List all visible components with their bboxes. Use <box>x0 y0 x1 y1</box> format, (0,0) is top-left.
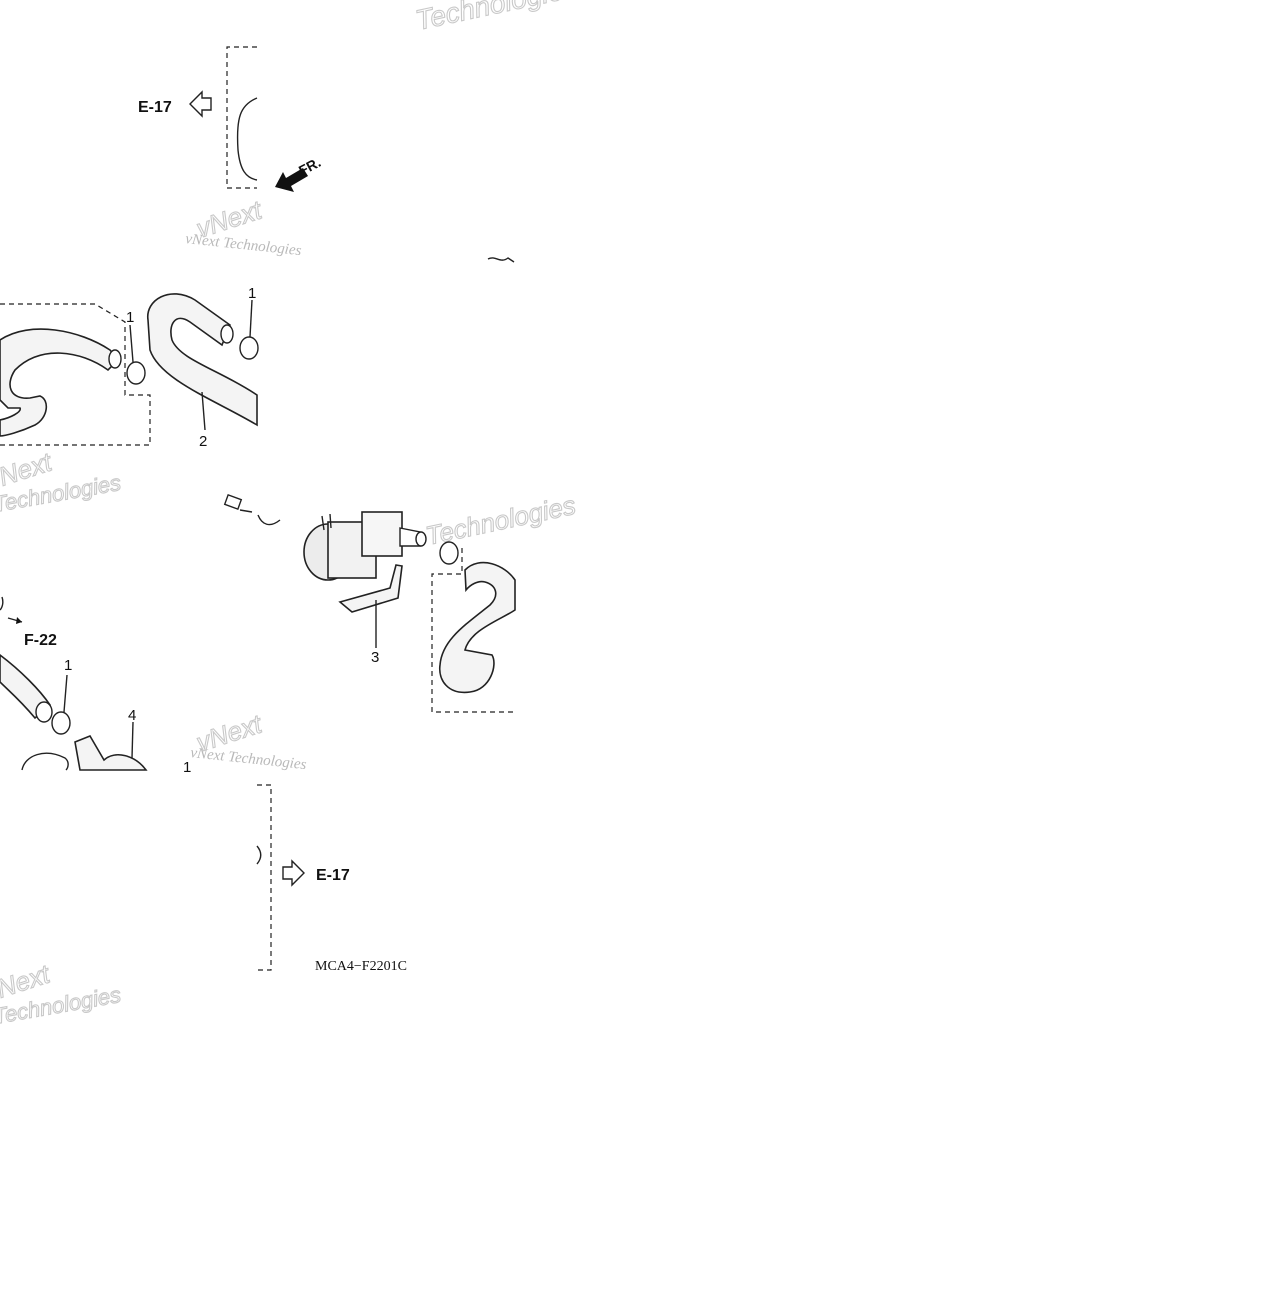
watermark-word-top: Technologies <box>413 0 580 36</box>
callout-clamp-bottom: 1 <box>183 759 191 776</box>
front-direction-arrow-icon: FR. <box>275 154 323 192</box>
bracket <box>338 564 403 613</box>
callout-clamp-center: 1 <box>248 285 256 302</box>
callout-clamp-lower: 1 <box>64 657 72 674</box>
lower-left-section: F-22 1 4 <box>0 596 148 771</box>
lower-left-hose-end <box>35 701 53 723</box>
ref-label-bottom: E-17 <box>316 867 350 884</box>
arrow-left-outline-icon <box>189 90 212 118</box>
clamp-lower-left <box>51 711 71 735</box>
leader-clamp-lower <box>63 674 68 713</box>
leader-clamp-left <box>129 324 134 363</box>
right-dashed-boundary <box>431 548 515 713</box>
thermostat-housing <box>74 735 148 771</box>
connector-plug <box>223 494 243 510</box>
leader-hose <box>201 391 206 431</box>
arrow-right-outline-icon <box>282 859 305 887</box>
ref-label-mid: F-22 <box>24 632 57 649</box>
watermark-word-right: Technologies <box>423 490 578 551</box>
thermostat-gasket <box>21 752 69 771</box>
callout-bracket: 3 <box>371 649 379 666</box>
valve-assembly <box>303 511 427 581</box>
bottom-hose-fragment <box>256 845 262 865</box>
center-hose <box>147 293 258 427</box>
callout-hose: 2 <box>199 433 207 450</box>
ref-label-top: E-17 <box>138 99 172 116</box>
leader-valve <box>131 721 134 759</box>
center-hose-end <box>220 324 234 344</box>
clamp-center <box>239 336 259 360</box>
left-dashed-boundary <box>0 303 151 446</box>
left-hose <box>0 328 120 437</box>
fragment-left-edge <box>0 596 4 611</box>
middle-section: 3 <box>223 494 516 713</box>
cut-fragment-top-right <box>487 257 515 263</box>
leader-clamp-center <box>249 299 253 338</box>
wire-fragment <box>257 514 281 526</box>
clamp-right <box>439 541 459 565</box>
top-hose-fragment <box>236 97 258 181</box>
right-hose <box>439 561 516 694</box>
upper-hoses: 1 1 2 <box>0 257 515 450</box>
top-section: E-17 FR. <box>138 46 323 192</box>
bottom-dashed-boundary <box>257 784 272 971</box>
part-code: MCA4−F2201C <box>315 959 407 974</box>
top-dashed-boundary <box>226 46 257 189</box>
callout-clamp-left: 1 <box>126 309 134 326</box>
arrow-small-head <box>16 617 22 624</box>
callout-valve: 4 <box>128 707 136 724</box>
bottom-section: 1 E-17 MCA4−F2201C <box>183 759 407 974</box>
connector-wire <box>239 509 253 513</box>
left-hose-end <box>108 349 122 369</box>
clamp-left <box>126 361 146 385</box>
